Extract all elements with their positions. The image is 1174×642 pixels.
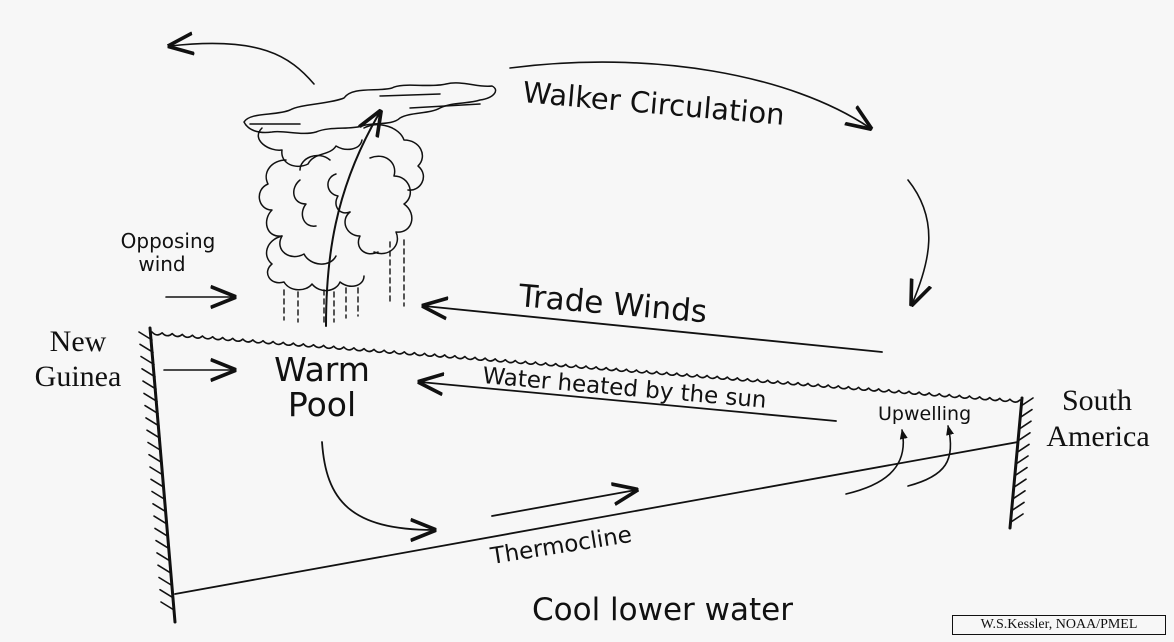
wall-hatch-mark (141, 367, 156, 378)
wall-hatch-mark (150, 478, 165, 489)
wall-hatch-mark (1011, 501, 1025, 512)
wall-hatch-mark (154, 527, 169, 538)
rain-icon (283, 239, 405, 323)
thermocline-label: Thermocline (488, 522, 634, 570)
south-america-label-1: South (1062, 384, 1132, 417)
wall-hatch-mark (1019, 408, 1033, 419)
wall-hatch-mark (151, 490, 166, 501)
wall-hatch-mark (1014, 466, 1028, 477)
wall-hatch-mark (153, 515, 168, 525)
wall-hatch-mark (146, 429, 161, 440)
sea-surface-waves (151, 331, 1021, 403)
walker-circulation-label: Walker Circulation (521, 75, 786, 132)
wall-hatch-mark (157, 564, 172, 575)
wall-hatch-mark (1013, 478, 1027, 489)
wall-hatch-mark (142, 380, 157, 390)
trade-winds-label: Trade Winds (516, 278, 708, 330)
thermocline-line (174, 441, 1019, 595)
new-guinea-label-2: Guinea (35, 360, 122, 393)
new-guinea-wall (138, 326, 177, 624)
wall-hatch-mark (147, 441, 162, 452)
wall-hatch-mark (138, 331, 153, 341)
wall-hatch-mark (139, 343, 154, 354)
wall-hatch-mark (140, 355, 155, 366)
upwelling-label: Upwelling (878, 403, 971, 425)
opposing-wind-label-2: wind (138, 252, 185, 276)
wall-hatch-mark (1017, 431, 1031, 442)
upwelling-arrow-2 (907, 425, 954, 487)
thermocline-flow-arrow (491, 490, 636, 517)
upwelling-arrow-1 (845, 429, 908, 495)
wall-hatch-mark (149, 466, 164, 476)
new-guinea-label-1: New (50, 325, 107, 358)
wall-hatch-mark (1012, 489, 1026, 500)
wall-hatch-mark (1020, 397, 1034, 407)
warm-pool-label-2: Pool (288, 385, 356, 424)
wall-hatch-mark (159, 588, 174, 599)
trade-winds-arrow (424, 306, 883, 353)
wall-hatch-mark (160, 601, 175, 611)
credit-box: W.S.Kessler, NOAA/PMEL (952, 615, 1166, 635)
wall-hatch-mark (1016, 443, 1030, 454)
south-america-wall (1008, 396, 1034, 530)
wall-hatch-mark (144, 404, 159, 415)
wall-hatch-mark (145, 417, 160, 427)
cool-lower-water-label: Cool lower water (532, 592, 793, 628)
wall-hatch-mark (156, 552, 171, 562)
wall-hatch-mark (1010, 513, 1024, 523)
outflow-arrow (170, 43, 315, 85)
descending-air-arrow (907, 179, 929, 304)
warm-pool-sink-arrow (321, 441, 434, 530)
warm-pool-label-1: Warm (274, 350, 370, 389)
wall-hatch-mark (158, 576, 173, 587)
water-heated-arrow (420, 382, 837, 422)
wall-hatch-mark (152, 502, 167, 513)
wall-hatch-mark (1018, 420, 1032, 431)
opposing-wind-label-1: Opposing (121, 229, 216, 253)
south-america-label-2: America (1046, 420, 1149, 453)
walker-upper-arrow (509, 61, 870, 128)
wall-hatch-mark (155, 539, 170, 550)
wall-hatch-mark (143, 392, 158, 403)
cloud-icon (243, 82, 497, 292)
wall-hatch-mark (148, 453, 163, 464)
wall-hatch-mark (1015, 455, 1029, 465)
rising-air-arrow (325, 112, 380, 327)
